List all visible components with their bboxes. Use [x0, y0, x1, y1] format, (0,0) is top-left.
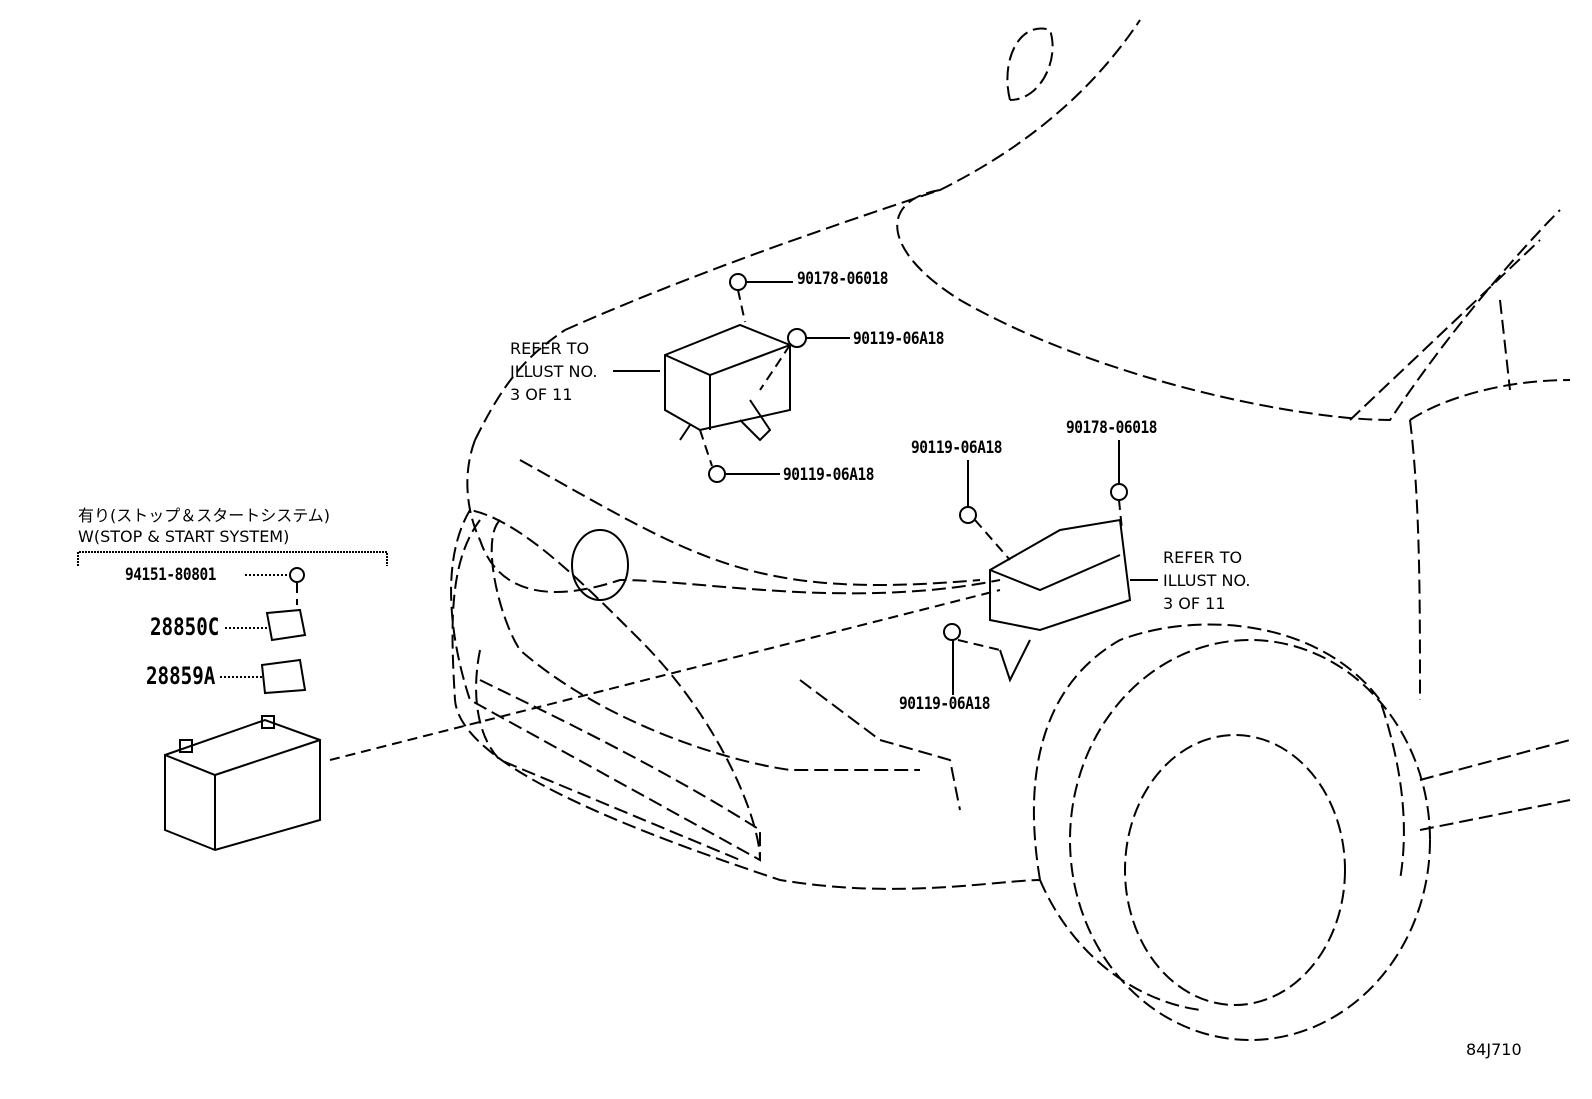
callout-part-number: 90119-06A18: [853, 329, 945, 349]
part-number: 28850C: [150, 613, 220, 641]
refer-note-line: REFER TO: [1163, 548, 1243, 567]
refer-note-line: 3 OF 11: [1163, 594, 1226, 613]
relay-block-left: [664, 323, 791, 442]
refer-note-right: REFER TO ILLUST NO. 3 OF 11: [1163, 546, 1250, 615]
vehicle-body-outline: [451, 19, 1571, 1011]
fasteners: [260, 273, 1128, 695]
callout-part-number: 90178-06018: [1066, 418, 1158, 438]
refer-note-line: ILLUST NO.: [1163, 571, 1251, 590]
grille-outline: [450, 509, 762, 862]
illustration-id: 84J710: [1466, 1040, 1522, 1059]
part-number: 28859A: [146, 662, 216, 690]
battery: [164, 715, 321, 852]
callout-part-number: 90119-06A18: [899, 694, 991, 714]
refer-note-left: REFER TO ILLUST NO. 3 OF 11: [510, 337, 597, 406]
relay-block-right: [989, 518, 1132, 683]
refer-note-line: ILLUST NO.: [510, 362, 598, 381]
callout-part-number: 90178-06018: [797, 269, 889, 289]
leader-lines: [77, 281, 1158, 695]
option-note-en: W(STOP & START SYSTEM): [78, 527, 290, 546]
callout-part-number: 90119-06A18: [783, 465, 875, 485]
assembly-dash-lines: [296, 289, 1123, 761]
part-number: 94151-80801: [125, 565, 217, 585]
refer-note-line: REFER TO: [510, 339, 590, 358]
callout-part-number: 90119-06A18: [911, 438, 1003, 458]
wheel-outline: [1069, 639, 1431, 1041]
option-note-jp: 有り(ストップ＆スタートシステム): [78, 506, 331, 525]
emblem: [571, 529, 629, 601]
refer-note-line: 3 OF 11: [510, 385, 573, 404]
